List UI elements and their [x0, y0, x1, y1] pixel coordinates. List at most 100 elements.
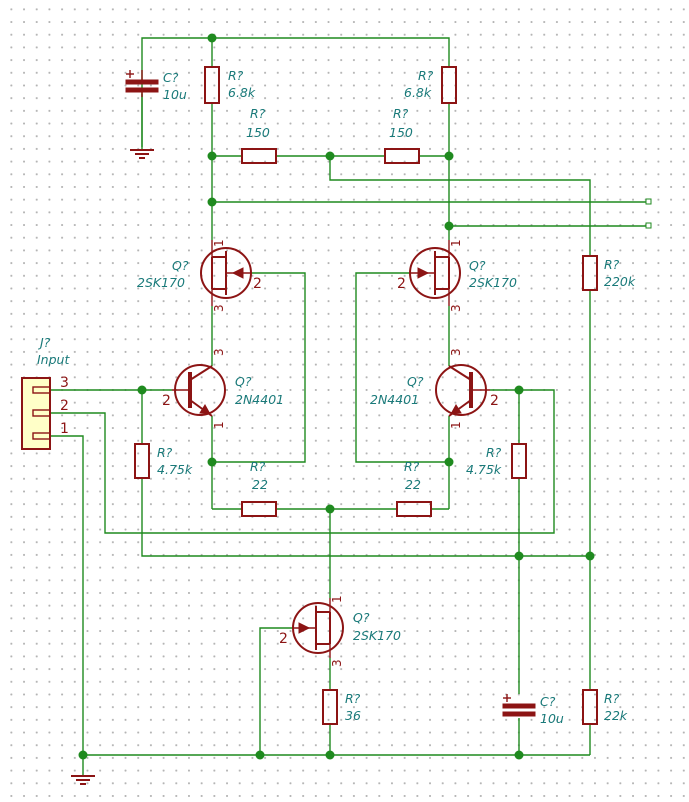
- junction: [444, 151, 454, 161]
- resistor-r8-ref: R?: [250, 459, 266, 474]
- jfet-q2[interactable]: 1 2 3 Q? 2SK170: [397, 239, 517, 312]
- capacitor-c1-value: 10u: [163, 87, 187, 102]
- input-connector-j1[interactable]: 3 2 1 J? Input: [21, 335, 70, 450]
- resistor-r8-value: 22: [252, 477, 268, 492]
- resistor-r8[interactable]: R? 22: [241, 459, 277, 517]
- q2-pin-gate: 2: [397, 276, 406, 292]
- bjt-q4-ref: Q?: [407, 374, 424, 389]
- ground-symbol-main: [71, 775, 95, 785]
- resistor-r3-value: 150: [246, 125, 270, 140]
- q3-pin-emitter: 1: [212, 421, 226, 429]
- q2-pin-drain: 1: [449, 239, 463, 247]
- junction: [207, 33, 217, 43]
- resistor-r9-value: 22: [405, 477, 421, 492]
- resistor-r9[interactable]: R? 22: [396, 459, 432, 517]
- jfet-q1-ref: Q?: [172, 258, 189, 273]
- resistor-r10-value: 36: [345, 708, 361, 723]
- resistor-r4-ref: R?: [393, 106, 409, 121]
- junction: [514, 551, 524, 561]
- wire-q5-gate: [259, 627, 292, 755]
- q1-pin-gate: 2: [253, 276, 262, 292]
- bjt-q3-ref: Q?: [235, 374, 252, 389]
- junction: [325, 151, 335, 161]
- capacitor-c2-ref: C?: [540, 694, 556, 709]
- q3-pin-collector: 3: [212, 348, 226, 356]
- wire-mid-to-r5: [329, 156, 591, 256]
- q1-pin-drain: 1: [212, 239, 226, 247]
- resistor-r3-ref: R?: [250, 106, 266, 121]
- jfet-q5-value: 2SK170: [353, 628, 401, 643]
- resistor-r7-value: 4.75k: [466, 462, 502, 477]
- input-connector-ref: J?: [37, 335, 51, 350]
- resistor-r9-ref: R?: [404, 459, 420, 474]
- wire-q1-gate: [212, 272, 306, 463]
- resistor-r5-value: 220k: [604, 274, 636, 289]
- resistor-r6-value: 4.75k: [157, 462, 193, 477]
- capacitor-c2[interactable]: C? 10u: [502, 694, 564, 726]
- q5-pin-gate: 2: [279, 631, 288, 647]
- junction: [585, 551, 595, 561]
- junction: [514, 750, 524, 760]
- capacitor-c2-value: 10u: [540, 711, 564, 726]
- resistor-r2[interactable]: R? 6.8k: [404, 66, 457, 104]
- junction: [207, 197, 217, 207]
- output-terminal-1[interactable]: [645, 198, 652, 205]
- input-connector-value: Input: [37, 352, 70, 367]
- j1-pin-1: 1: [60, 421, 69, 437]
- junction: [137, 385, 147, 395]
- resistor-r7-ref: R?: [486, 445, 502, 460]
- junction: [444, 457, 454, 467]
- wire-r6-bottom: [141, 478, 590, 557]
- junction: [514, 385, 524, 395]
- junction: [325, 504, 335, 514]
- output-terminal-2[interactable]: [645, 222, 652, 229]
- bjt-q3-value: 2N4401: [235, 392, 284, 407]
- resistor-r11[interactable]: R? 22k: [582, 689, 628, 725]
- capacitor-c1[interactable]: C? 10u: [125, 70, 187, 102]
- q5-pin-source: 3: [330, 659, 344, 667]
- resistor-r3[interactable]: R? 150: [241, 106, 277, 164]
- j1-pin-3: 3: [60, 375, 69, 391]
- resistor-r11-value: 22k: [604, 708, 628, 723]
- resistor-r11-ref: R?: [604, 691, 620, 706]
- junction: [78, 750, 88, 760]
- resistor-r4-value: 150: [389, 125, 413, 140]
- q4-pin-emitter: 1: [449, 421, 463, 429]
- resistor-r2-value: 6.8k: [404, 85, 432, 100]
- junction: [207, 457, 217, 467]
- q5-pin-drain: 1: [330, 595, 344, 603]
- resistor-r1-ref: R?: [228, 68, 244, 83]
- junctions: [78, 33, 595, 760]
- bjt-q4-value: 2N4401: [370, 392, 419, 407]
- q4-pin-base: 2: [490, 393, 499, 409]
- q2-pin-source: 3: [449, 304, 463, 312]
- ground-symbol-c1: [130, 149, 154, 159]
- jfet-q5[interactable]: 1 2 3 Q? 2SK170: [279, 595, 401, 667]
- resistor-r1-value: 6.8k: [228, 85, 256, 100]
- junction: [207, 151, 217, 161]
- junction: [255, 750, 265, 760]
- junction: [444, 221, 454, 231]
- q3-pin-base: 2: [162, 393, 171, 409]
- resistor-r2-ref: R?: [418, 68, 434, 83]
- resistor-r4[interactable]: R? 150: [384, 106, 420, 164]
- wires: [50, 37, 648, 776]
- bjt-q3[interactable]: 3 2 1 Q? 2N4401: [162, 348, 284, 429]
- resistor-r5[interactable]: R? 220k: [582, 255, 636, 291]
- bjt-q4[interactable]: 3 2 1 Q? 2N4401: [370, 348, 499, 429]
- jfet-q5-ref: Q?: [353, 610, 370, 625]
- q1-pin-source: 3: [212, 304, 226, 312]
- j1-pin-2: 2: [60, 398, 69, 414]
- wire-in1: [50, 435, 84, 776]
- resistor-r6-ref: R?: [157, 445, 173, 460]
- jfet-q1[interactable]: 1 2 3 Q? 2SK170: [137, 239, 262, 312]
- jfet-q2-ref: Q?: [469, 258, 486, 273]
- resistor-r5-ref: R?: [604, 257, 620, 272]
- resistor-r10[interactable]: R? 36: [322, 689, 361, 725]
- junction: [325, 750, 335, 760]
- wire-q2-gate: [355, 272, 449, 463]
- resistor-r7[interactable]: R? 4.75k: [466, 443, 527, 479]
- resistor-r1[interactable]: R? 6.8k: [204, 66, 256, 104]
- resistor-r6[interactable]: R? 4.75k: [134, 443, 193, 479]
